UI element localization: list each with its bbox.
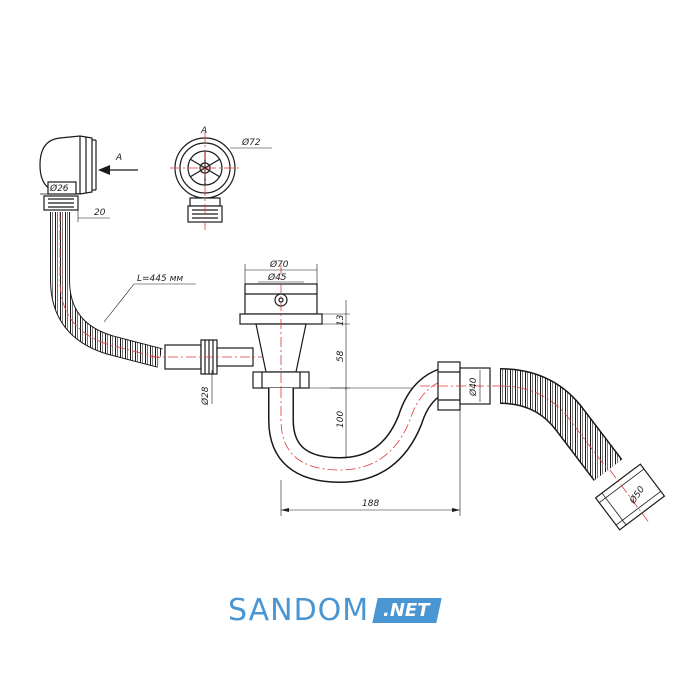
logo-suffix-box: .NET xyxy=(372,597,443,623)
siphon-technical-drawing: A Ø26 20 A Ø72 L=445 мм Ø28 xyxy=(39,126,666,531)
dim-d45: Ø45 xyxy=(267,272,287,283)
logo-suffix-text: .NET xyxy=(383,599,430,621)
sandom-logo: SANDOM .NET xyxy=(228,590,443,630)
overflow-head xyxy=(39,135,97,211)
dim-d28: Ø28 xyxy=(200,386,211,406)
dim-d26: Ø26 xyxy=(49,183,69,194)
arrow-head-icon xyxy=(98,165,110,175)
dim-length: L=445 мм xyxy=(137,274,183,284)
dim-d58: 58 xyxy=(336,350,346,362)
drain-body xyxy=(239,283,323,389)
dim-d72: Ø72 xyxy=(241,137,261,148)
logo-main-text: SANDOM xyxy=(228,592,370,628)
dim-d20: 20 xyxy=(94,208,106,218)
view-label: A xyxy=(200,126,207,136)
dim-d40: Ø40 xyxy=(468,377,479,397)
dim-d70: Ø70 xyxy=(269,259,289,270)
dim-d188: 188 xyxy=(362,499,379,509)
arrow-label: A xyxy=(115,153,122,163)
dim-d100: 100 xyxy=(336,411,346,428)
dim-d13: 13 xyxy=(336,314,346,326)
